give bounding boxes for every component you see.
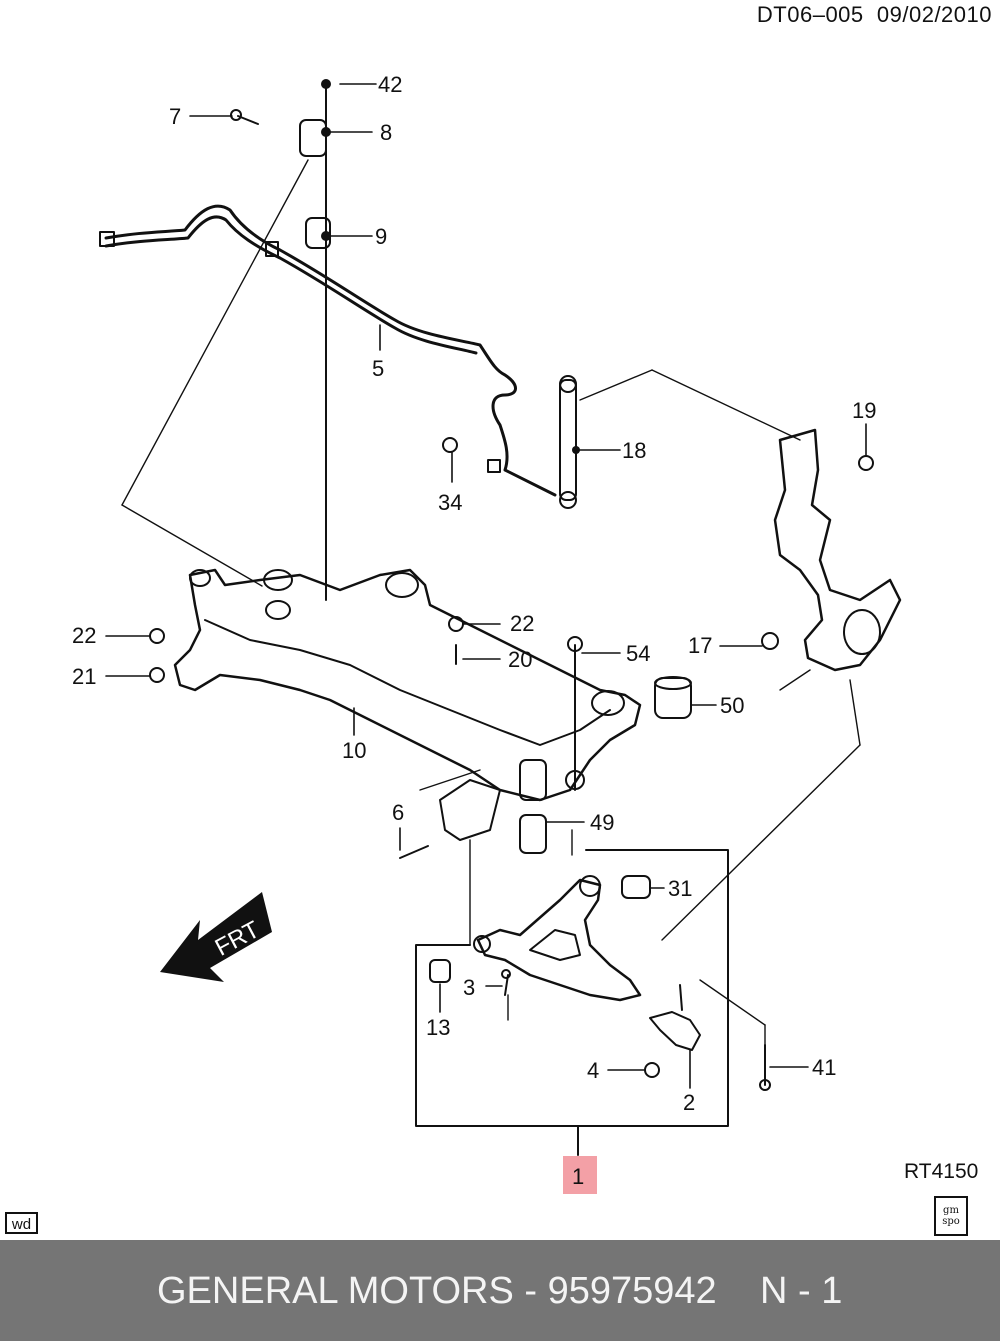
logo-line-1: gm bbox=[943, 1205, 959, 1216]
diagram-header: DT06–005 09/02/2010 bbox=[757, 2, 992, 28]
diagram-date: 09/02/2010 bbox=[876, 2, 992, 27]
callout-5[interactable]: 5 bbox=[372, 356, 384, 381]
lower-control-arm bbox=[476, 878, 642, 1002]
parts-diagram: FRT 42 7 8 9 5 19 18 34 22 21 22 20 54 1… bbox=[72, 72, 902, 1194]
callout-2[interactable]: 2 bbox=[683, 1090, 695, 1115]
stabilizer-link bbox=[559, 379, 577, 501]
callout-31[interactable]: 31 bbox=[668, 876, 692, 901]
callout-1[interactable]: 1 bbox=[572, 1164, 584, 1189]
callout-7[interactable]: 7 bbox=[169, 104, 181, 129]
callout-9[interactable]: 9 bbox=[375, 224, 387, 249]
callout-49[interactable]: 49 bbox=[590, 810, 614, 835]
ball-joint bbox=[649, 1011, 701, 1051]
callout-3[interactable]: 3 bbox=[463, 975, 475, 1000]
callout-13[interactable]: 13 bbox=[426, 1015, 450, 1040]
callout-21[interactable]: 21 bbox=[72, 664, 96, 689]
steering-knuckle bbox=[773, 428, 902, 672]
bushing-50 bbox=[654, 677, 692, 719]
callout-42[interactable]: 42 bbox=[378, 72, 402, 97]
bushing-13 bbox=[429, 959, 451, 983]
gm-spo-logo: gm spo bbox=[934, 1196, 968, 1236]
callout-20[interactable]: 20 bbox=[508, 647, 532, 672]
wd-badge: wd bbox=[5, 1212, 38, 1234]
bushing-clamp bbox=[299, 119, 327, 157]
callout-50[interactable]: 50 bbox=[720, 693, 744, 718]
leader-lines bbox=[105, 83, 867, 1089]
callout-6[interactable]: 6 bbox=[392, 800, 404, 825]
footer-quantity: N - 1 bbox=[760, 1270, 843, 1312]
callout-4[interactable]: 4 bbox=[587, 1058, 599, 1083]
guide-lines bbox=[121, 159, 861, 1046]
illustration-id: RT4150 bbox=[904, 1160, 979, 1183]
bushing-49 bbox=[519, 814, 547, 854]
logo-line-2: spo bbox=[942, 1216, 960, 1227]
callout-19[interactable]: 19 bbox=[852, 398, 876, 423]
stabilizer-bar bbox=[104, 204, 557, 497]
highlight-part-1 bbox=[563, 1156, 597, 1194]
footer-part-number: GENERAL MOTORS - 95975942 bbox=[157, 1270, 717, 1312]
callout-22-left[interactable]: 22 bbox=[72, 623, 96, 648]
callout-8[interactable]: 8 bbox=[380, 120, 392, 145]
bushing-49-upper bbox=[519, 759, 547, 801]
assembly-box bbox=[415, 849, 729, 1127]
bushing-31 bbox=[621, 875, 651, 899]
callout-54[interactable]: 54 bbox=[626, 641, 650, 666]
callout-41[interactable]: 41 bbox=[812, 1055, 836, 1080]
callout-10[interactable]: 10 bbox=[342, 738, 366, 763]
crossmember bbox=[173, 568, 642, 802]
diagram-code: DT06–005 bbox=[756, 2, 864, 27]
callout-18[interactable]: 18 bbox=[622, 438, 646, 463]
footer-bar: GENERAL MOTORS - 95975942 N - 1 bbox=[0, 1240, 1000, 1341]
callout-22-right[interactable]: 22 bbox=[510, 611, 534, 636]
callout-17[interactable]: 17 bbox=[688, 633, 712, 658]
front-direction-arrow: FRT bbox=[160, 892, 272, 982]
callout-34[interactable]: 34 bbox=[438, 490, 462, 515]
